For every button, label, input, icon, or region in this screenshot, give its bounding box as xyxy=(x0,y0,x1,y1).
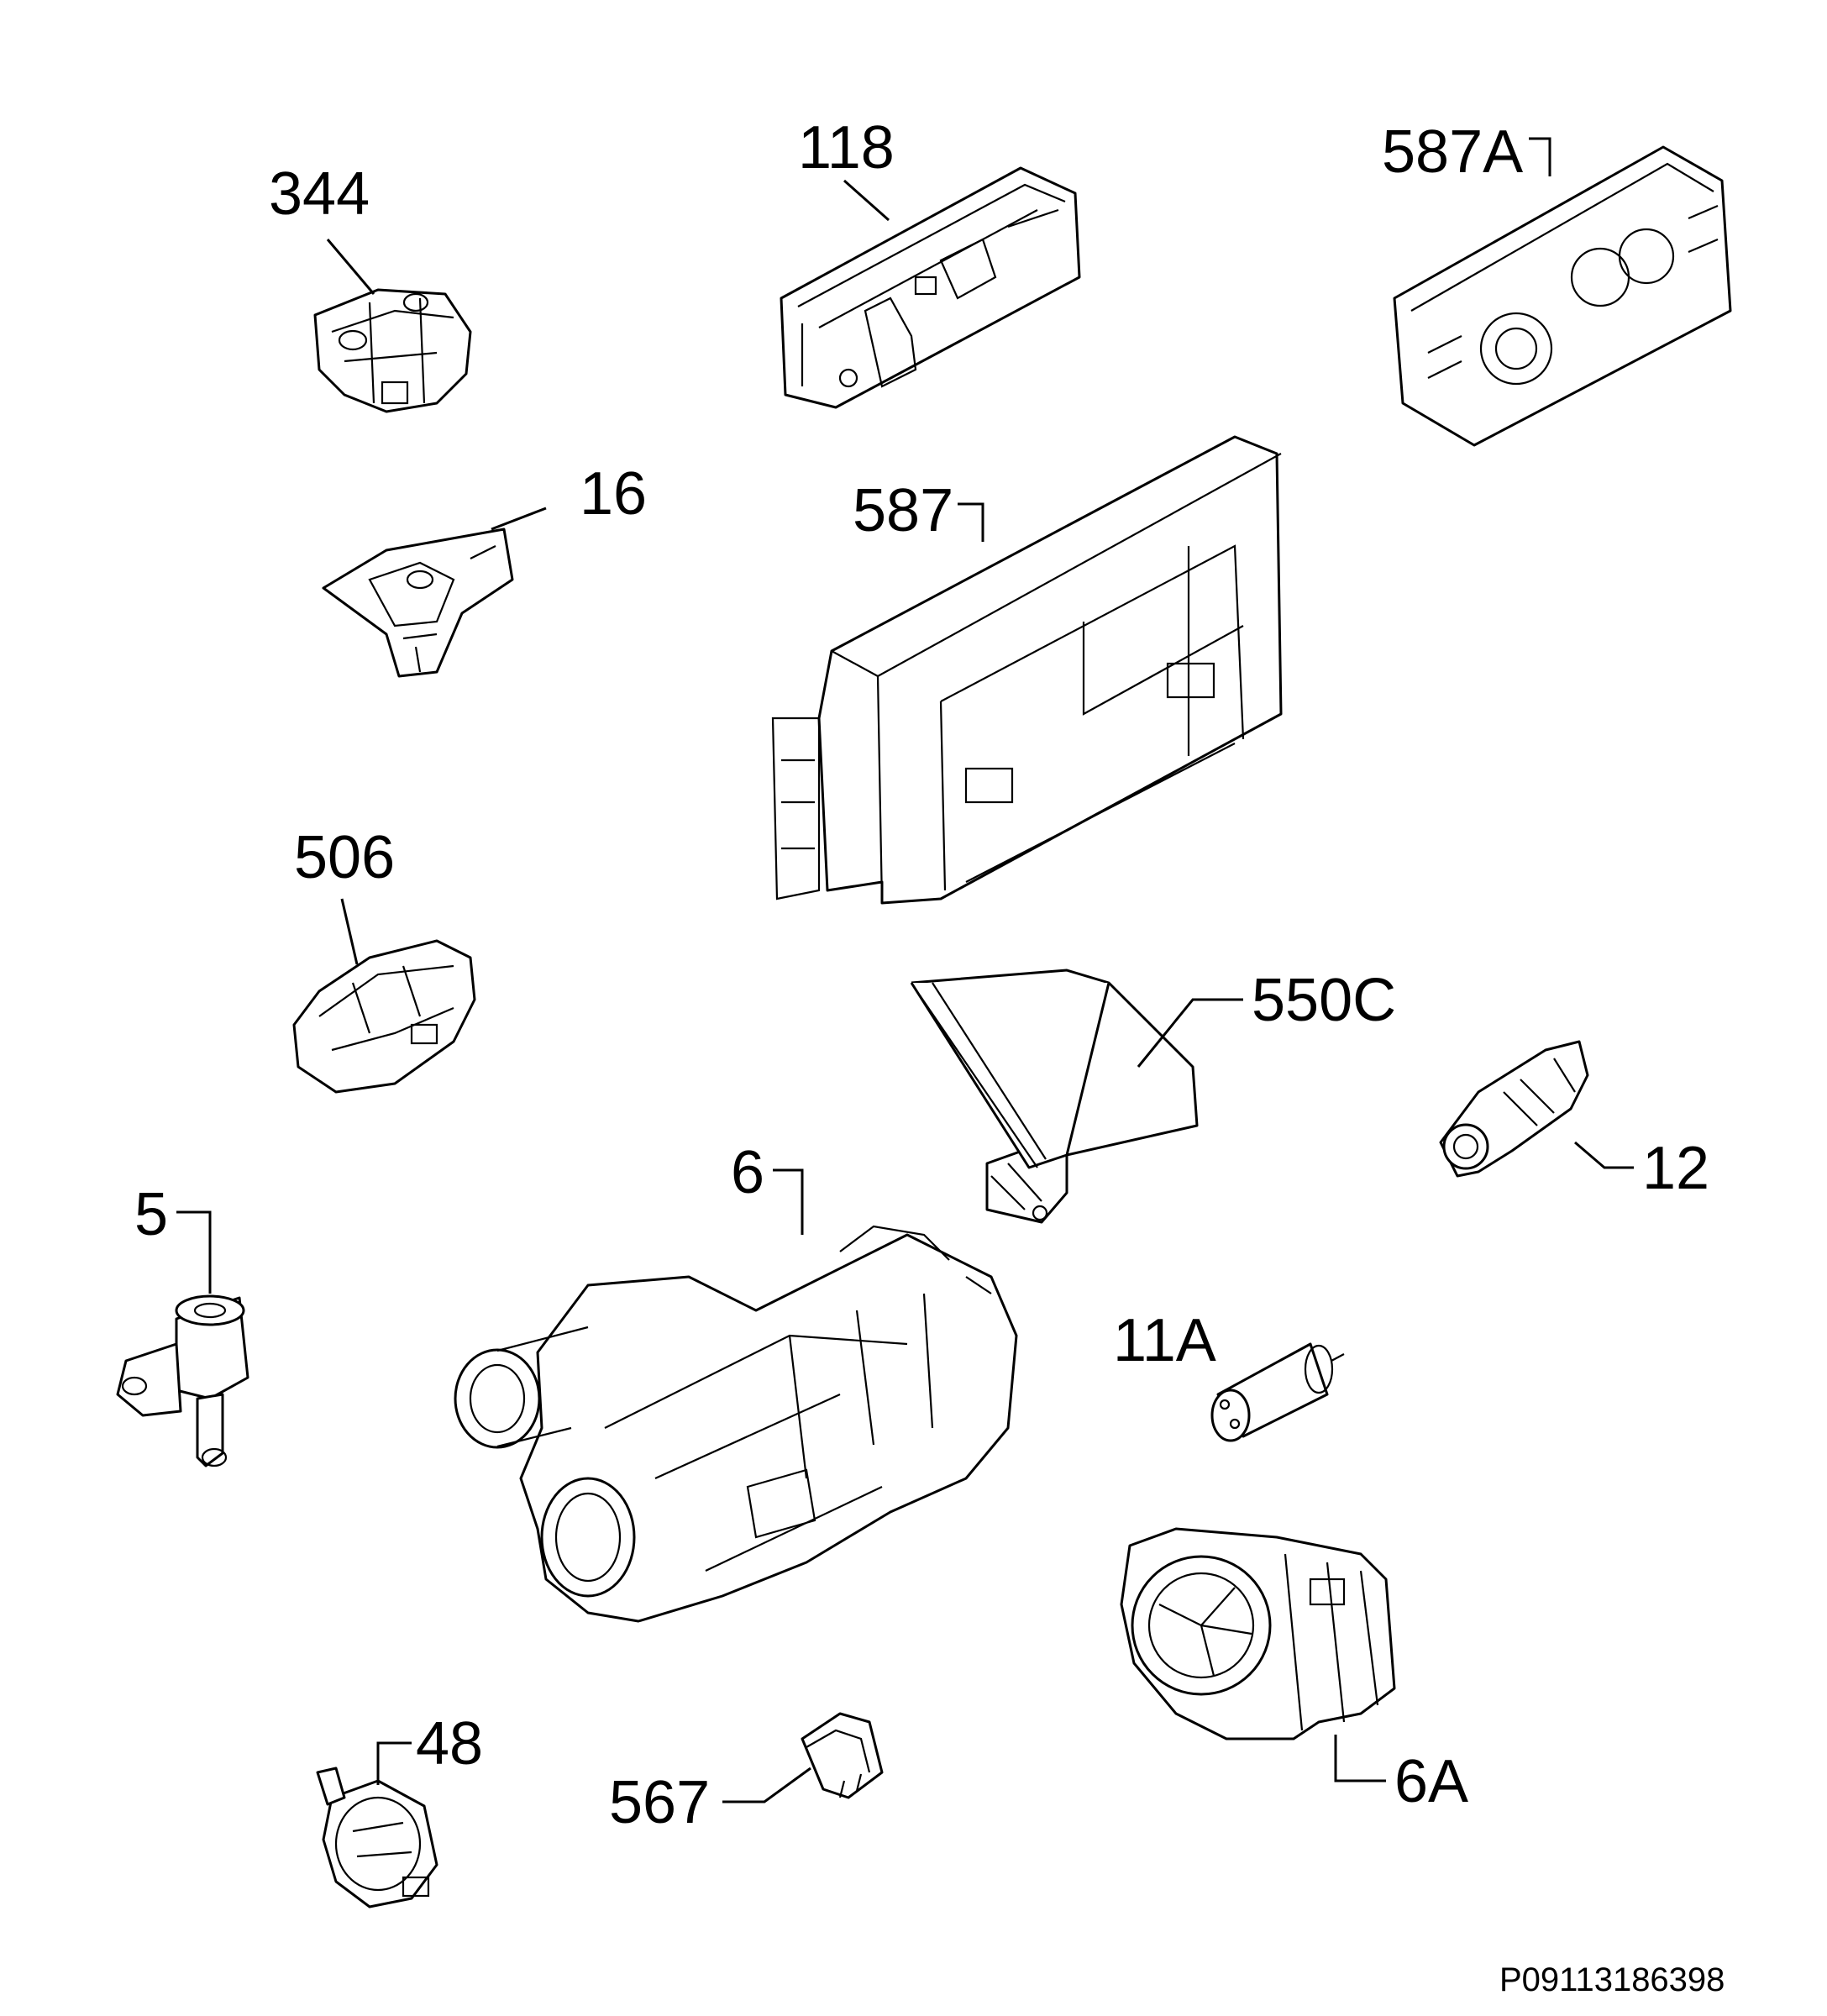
part-11A-drawing xyxy=(1210,1342,1345,1442)
label-16: 16 xyxy=(580,460,647,528)
part-48-drawing xyxy=(316,1767,438,1908)
leader-6A xyxy=(1334,1735,1386,1782)
leader-587A xyxy=(1529,137,1551,176)
part-6A-drawing xyxy=(1120,1527,1396,1740)
leader-12 xyxy=(1574,1141,1634,1169)
leader-6 xyxy=(773,1168,804,1235)
part-344-drawing xyxy=(313,288,472,413)
leader-506 xyxy=(340,898,359,965)
part-5-drawing xyxy=(116,1294,249,1467)
leader-567 xyxy=(722,1767,811,1803)
label-6A: 6A xyxy=(1394,1748,1468,1815)
label-12: 12 xyxy=(1642,1135,1709,1202)
label-567: 567 xyxy=(609,1769,710,1836)
label-48: 48 xyxy=(416,1710,483,1777)
label-506: 506 xyxy=(294,824,395,891)
leader-587 xyxy=(958,502,984,542)
label-344: 344 xyxy=(269,160,370,228)
part-118-drawing xyxy=(780,166,1081,409)
label-550C: 550C xyxy=(1252,967,1396,1034)
leader-118 xyxy=(843,179,890,222)
part-16-drawing xyxy=(322,528,514,678)
label-118: 118 xyxy=(798,114,895,181)
label-5: 5 xyxy=(134,1181,168,1248)
leader-5 xyxy=(176,1210,212,1294)
label-11A: 11A xyxy=(1113,1307,1216,1374)
part-550C-drawing xyxy=(910,969,1199,1224)
leader-48 xyxy=(376,1741,412,1785)
part-587-drawing xyxy=(771,435,1283,905)
drawing-code: P09113186398 xyxy=(1499,1961,1725,1998)
part-567-drawing xyxy=(801,1712,884,1799)
leader-16 xyxy=(491,507,547,531)
label-587: 587 xyxy=(853,477,953,544)
part-587A-drawing xyxy=(1393,145,1732,447)
leader-344 xyxy=(326,239,375,295)
label-6: 6 xyxy=(731,1139,764,1206)
label-587A: 587A xyxy=(1382,118,1523,186)
part-6-drawing xyxy=(454,1225,1018,1623)
part-506-drawing xyxy=(292,939,476,1094)
part-12-drawing xyxy=(1439,1040,1589,1178)
leader-550C xyxy=(1137,998,1243,1068)
